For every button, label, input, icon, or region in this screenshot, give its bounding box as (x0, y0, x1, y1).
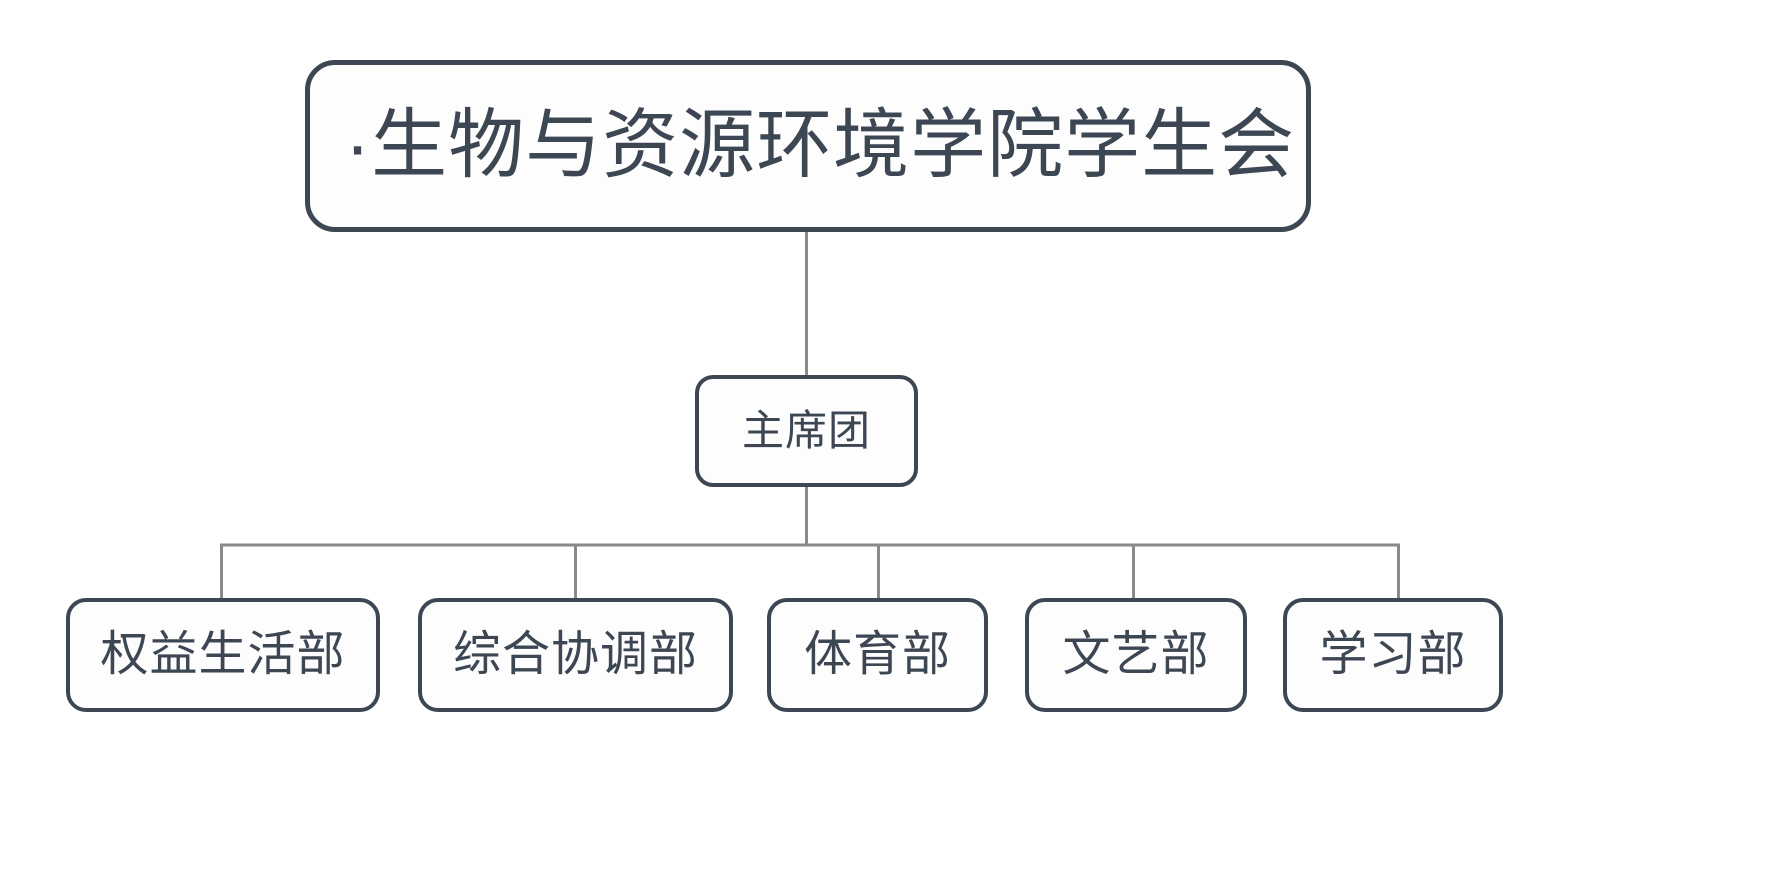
node-root-label: ·生物与资源环境学院学生会 (344, 103, 1296, 189)
node-department-study[interactable]: 学习部 (1283, 598, 1503, 712)
node-presidium[interactable]: 主席团 (695, 375, 918, 487)
node-leaf-label: 综合协调部 (452, 627, 698, 681)
node-leaf-label: 体育部 (803, 627, 951, 681)
node-department-arts[interactable]: 文艺部 (1025, 598, 1247, 712)
node-department-general-coordination[interactable]: 综合协调部 (418, 598, 733, 712)
node-department-sports[interactable]: 体育部 (767, 598, 988, 712)
node-leaf-label: 文艺部 (1062, 627, 1210, 681)
node-department-rights-and-life[interactable]: 权益生活部 (66, 598, 380, 712)
node-presidium-label: 主席团 (741, 406, 871, 454)
node-root-student-union[interactable]: ·生物与资源环境学院学生会 (305, 60, 1311, 232)
node-leaf-label: 权益生活部 (100, 627, 346, 681)
node-leaf-label: 学习部 (1319, 627, 1467, 681)
